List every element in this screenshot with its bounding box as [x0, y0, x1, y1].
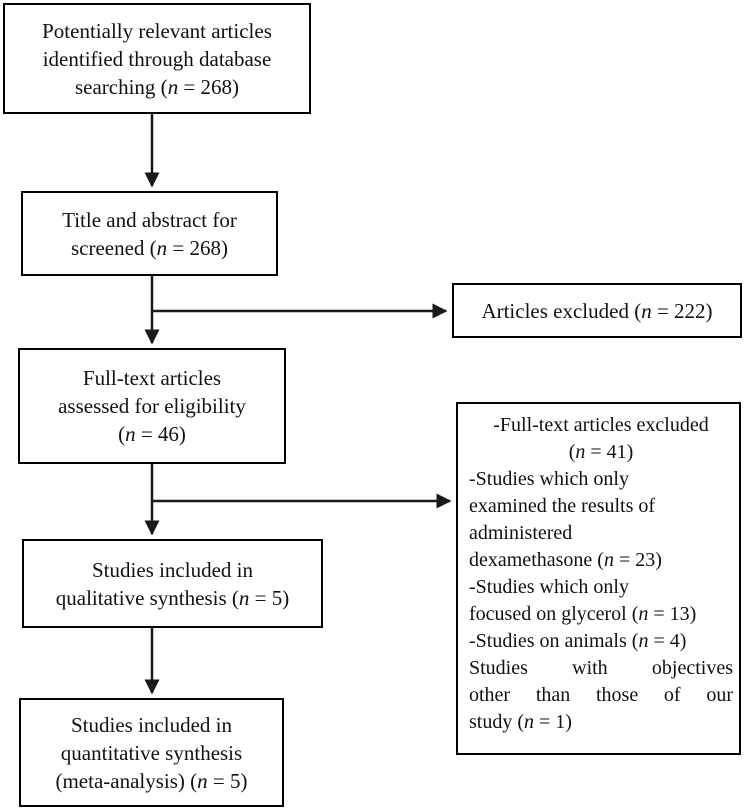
text-line: Studies included in	[92, 557, 253, 582]
box-eligibility: Full-text articles assessed for eligibil…	[18, 348, 286, 464]
text-line: (meta-analysis) (n = 5)	[55, 768, 248, 793]
box-articles-excluded: Articles excluded (n = 222)	[452, 283, 742, 338]
text-line: Title and abstract for	[62, 207, 237, 232]
text-line: Studies with objectives	[469, 657, 733, 679]
text-line: identified through database	[42, 46, 272, 71]
text-line: study (n = 1)	[469, 711, 572, 733]
box-quantitative-synthesis: Studies included in quantitative synthes…	[19, 698, 284, 807]
text-line: Articles excluded (n = 222)	[481, 298, 713, 323]
text-line: -Studies which only	[469, 576, 629, 598]
text-line: focused on glycerol (n = 13)	[469, 603, 697, 625]
text-line: other than those of our	[469, 684, 733, 706]
text-line: (n = 41)	[568, 441, 634, 463]
box-fulltext-excluded: -Full-text articles excluded (n = 41) -S…	[456, 402, 741, 755]
text-line: Studies included in	[71, 712, 232, 737]
text-line: (n = 46)	[118, 422, 186, 446]
text-line: administered	[469, 522, 573, 544]
text-line: Potentially relevant articles	[42, 18, 272, 43]
box-identification: Potentially relevant articles identified…	[3, 3, 311, 114]
box-screening: Title and abstract for screened (n = 268…	[21, 191, 278, 276]
box-qualitative-synthesis: Studies included in qualitative synthesi…	[22, 539, 323, 628]
text-line: -Studies on animals (n = 4)	[469, 630, 687, 652]
text-line: -Studies which only	[469, 468, 629, 490]
text-line: searching (n = 268)	[74, 74, 240, 99]
text-line: quantitative synthesis	[60, 740, 243, 765]
text-line: screened (n = 268)	[70, 235, 229, 260]
text-line: dexamethasone (n = 23)	[469, 549, 662, 571]
text-line: Full-text articles	[82, 366, 222, 390]
text-line: -Full-text articles excluded	[493, 414, 709, 436]
text-line: assessed for eligibility	[58, 394, 246, 418]
text-line: qualitative synthesis (n = 5)	[55, 585, 290, 610]
text-line: examined the results of	[469, 495, 656, 517]
